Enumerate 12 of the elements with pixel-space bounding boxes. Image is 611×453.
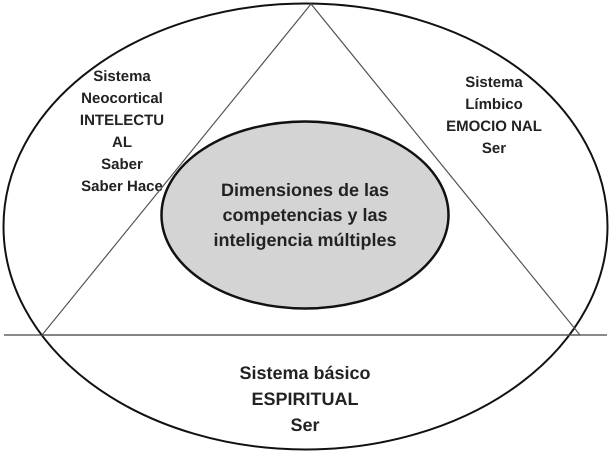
region-label: Saber [100, 155, 144, 175]
region-label: Sistema Límbico [464, 73, 524, 115]
region-label: ESPIRITUAL [250, 388, 360, 411]
region-label: Sistema Neocortical [80, 67, 164, 109]
triangle [42, 4, 580, 335]
region-label: Ser [480, 139, 508, 159]
region-label: Ser [289, 414, 321, 437]
region-label: INTELECTU AL [78, 111, 166, 153]
region-label: EMOCIO NAL [446, 117, 542, 137]
region-label: Saber Hace [80, 177, 164, 197]
region-label: Sistema básico [238, 362, 372, 385]
region-label: Dimensiones de las competencias y las inteligencia múltiples [212, 179, 398, 252]
